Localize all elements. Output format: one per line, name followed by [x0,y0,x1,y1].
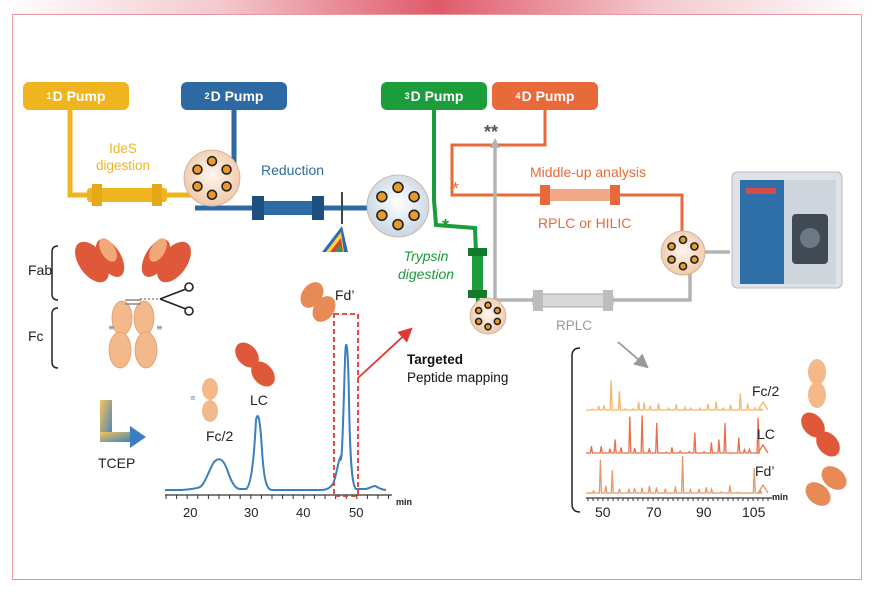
peak-label-fc2: Fc/2 [206,428,234,444]
left-x-unit: min [396,497,413,507]
fc2-fragment-icon: ≡ [190,378,218,422]
peak-label-fd: Fd’ [335,287,355,303]
detector-prism-icon [322,226,348,252]
targeted-label: Targeted [407,352,464,367]
fab-label: Fab [28,262,53,278]
valve-2-icon [366,174,430,238]
pump-4d-sup: 4 [515,91,521,101]
fab-bracket [51,245,59,301]
right-bracket [571,347,581,513]
rplc-column [532,290,614,311]
right-fc2-icon [808,359,826,408]
figure-frame [12,14,862,580]
ides-column [87,184,167,206]
left-chromatogram [165,313,392,499]
right-tick-90: 90 [696,504,712,520]
right-fd-icon [805,466,847,506]
fd-fragment-icon [300,282,336,322]
valve-3-icon [469,297,507,335]
header-gradient-bar [0,0,874,14]
rplc-label: RPLC [556,318,593,333]
trypsin-column [468,248,487,298]
antibody-icon: ≡ ≡ [75,238,191,369]
trace-label-lc: LC [757,426,775,442]
peptide-mapping-label: Peptide mapping [407,370,509,385]
right-trace-3 [586,455,769,494]
ides-digestion-label: IdeS digestion [96,141,151,173]
svg-text:≡: ≡ [108,323,115,332]
right-tick-105: 105 [742,504,766,520]
left-tick-30: 30 [244,505,259,520]
valve-1-icon [183,149,241,207]
reduction-column [252,196,324,220]
left-tick-50: 50 [349,505,364,520]
trace-label-fd: Fd’ [755,463,775,479]
scissors-icon [159,282,194,316]
lc-fragment-icon [235,342,275,387]
pump-3d-label: D Pump [410,88,464,104]
pump-2d-label: D Pump [210,88,264,104]
fc-label: Fc [28,328,44,344]
left-tick-40: 40 [296,505,311,520]
reduction-label: Reduction [261,162,325,178]
right-lc-icon [801,412,840,457]
middle-up-label: Middle-up analysis [530,164,646,180]
rplc-or-hilic-label: RPLC or HILIC [538,215,632,231]
svg-text:≡: ≡ [156,323,163,332]
orange-star-marker: * [452,179,459,199]
middle-up-column [540,185,620,205]
split-tee [490,138,500,148]
trace-label-fc2: Fc/2 [752,383,780,399]
mass-spectrometer-icon [731,171,843,289]
orange-tubing [450,108,684,238]
pump-4d-label: D Pump [521,88,575,104]
right-tick-70: 70 [646,504,662,520]
red-arrow [357,327,413,379]
fc-bracket [51,307,59,369]
right-trace-1 [586,380,769,411]
right-trace-2 [586,415,769,454]
fd-highlight-box [333,313,359,497]
peak-label-lc: LC [250,392,268,408]
pump-1d-label: D Pump [52,88,106,104]
pump-1d-sup: 1 [46,91,52,101]
trypsin-digestion-label: Trypsin digestion [398,248,455,282]
green-star-marker: * [442,216,449,236]
svg-text:≡: ≡ [190,394,196,402]
valve-4-icon [660,230,706,276]
tcep-arrow-icon [100,400,146,448]
tcep-label: TCEP [98,455,136,471]
double-star-marker: ** [484,122,498,142]
pump-2d-sup: 2 [204,91,210,101]
pump-3d-sup: 3 [404,91,410,101]
right-tick-50: 50 [595,504,611,520]
gray-arrow [617,341,649,369]
right-x-unit: min [772,492,789,502]
left-tick-20: 20 [183,505,198,520]
right-chromatograms [571,347,772,513]
